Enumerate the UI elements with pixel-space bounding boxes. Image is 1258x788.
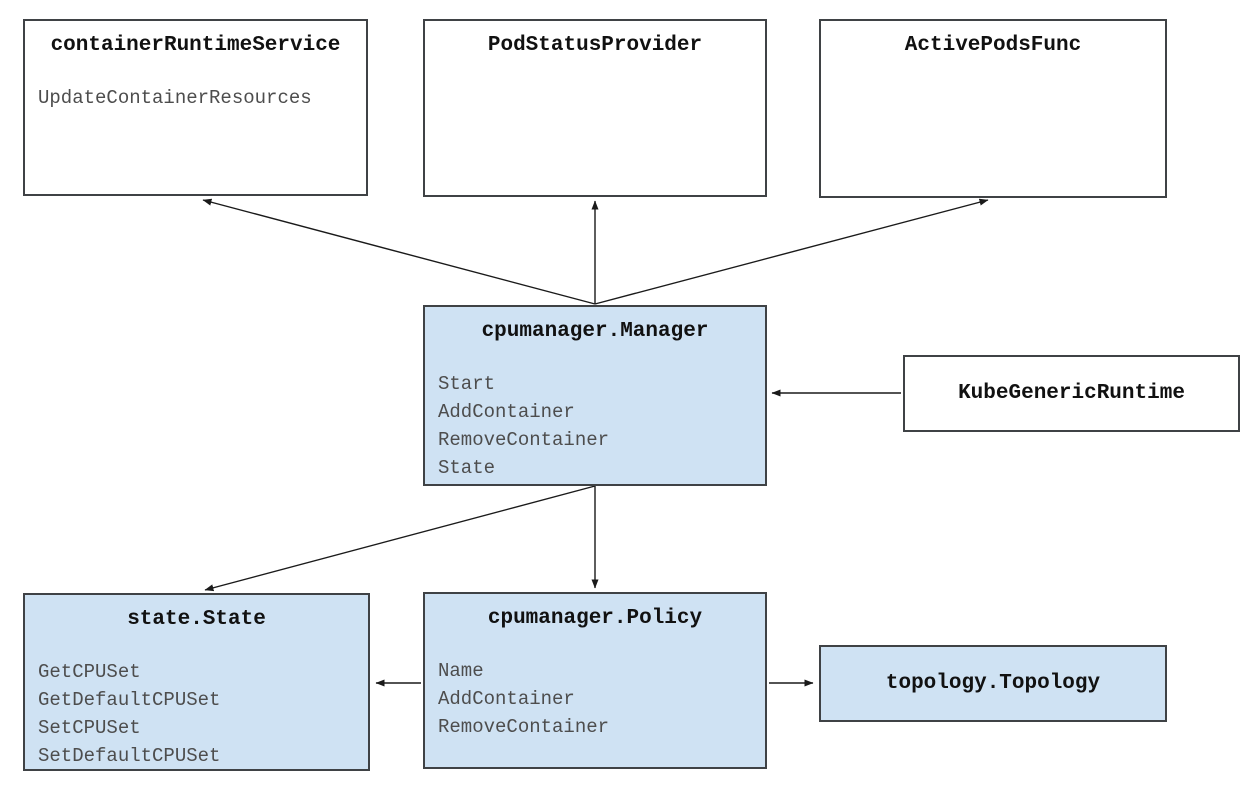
node-methods: UpdateContainerResources xyxy=(38,87,312,109)
node-active-pods-func: ActivePodsFunc xyxy=(819,19,1167,198)
node-title: cpumanager.Policy xyxy=(487,607,703,630)
edge-manager-to-active-pods-func xyxy=(594,198,989,305)
node-methods: GetCPUSet GetDefaultCPUSet SetCPUSet Set… xyxy=(38,661,221,767)
node-pod-status-provider: PodStatusProvider xyxy=(423,19,767,197)
node-state-state: state.State GetCPUSet GetDefaultCPUSet S… xyxy=(23,593,370,771)
node-title: topology.Topology xyxy=(885,671,1101,695)
edge-manager-to-container-runtime-service xyxy=(202,198,596,305)
node-title: state.State xyxy=(127,608,266,631)
node-title: KubeGenericRuntime xyxy=(958,381,1185,405)
node-cpumanager-manager: cpumanager.Manager Start AddContainer Re… xyxy=(423,305,767,486)
node-cpumanager-policy: cpumanager.Policy Name AddContainer Remo… xyxy=(423,592,767,769)
node-methods: Name AddContainer RemoveContainer xyxy=(438,660,610,738)
node-title: PodStatusProvider xyxy=(487,34,703,57)
edge-manager-to-state xyxy=(204,485,596,592)
node-methods: Start AddContainer RemoveContainer State xyxy=(438,373,610,479)
node-title: cpumanager.Manager xyxy=(481,320,709,343)
node-title: ActivePodsFunc xyxy=(904,34,1082,57)
node-topology-topology: topology.Topology xyxy=(819,645,1167,722)
node-container-runtime-service: containerRuntimeService UpdateContainerR… xyxy=(23,19,368,196)
node-kube-generic-runtime: KubeGenericRuntime xyxy=(903,355,1240,432)
node-title: containerRuntimeService xyxy=(50,34,341,57)
